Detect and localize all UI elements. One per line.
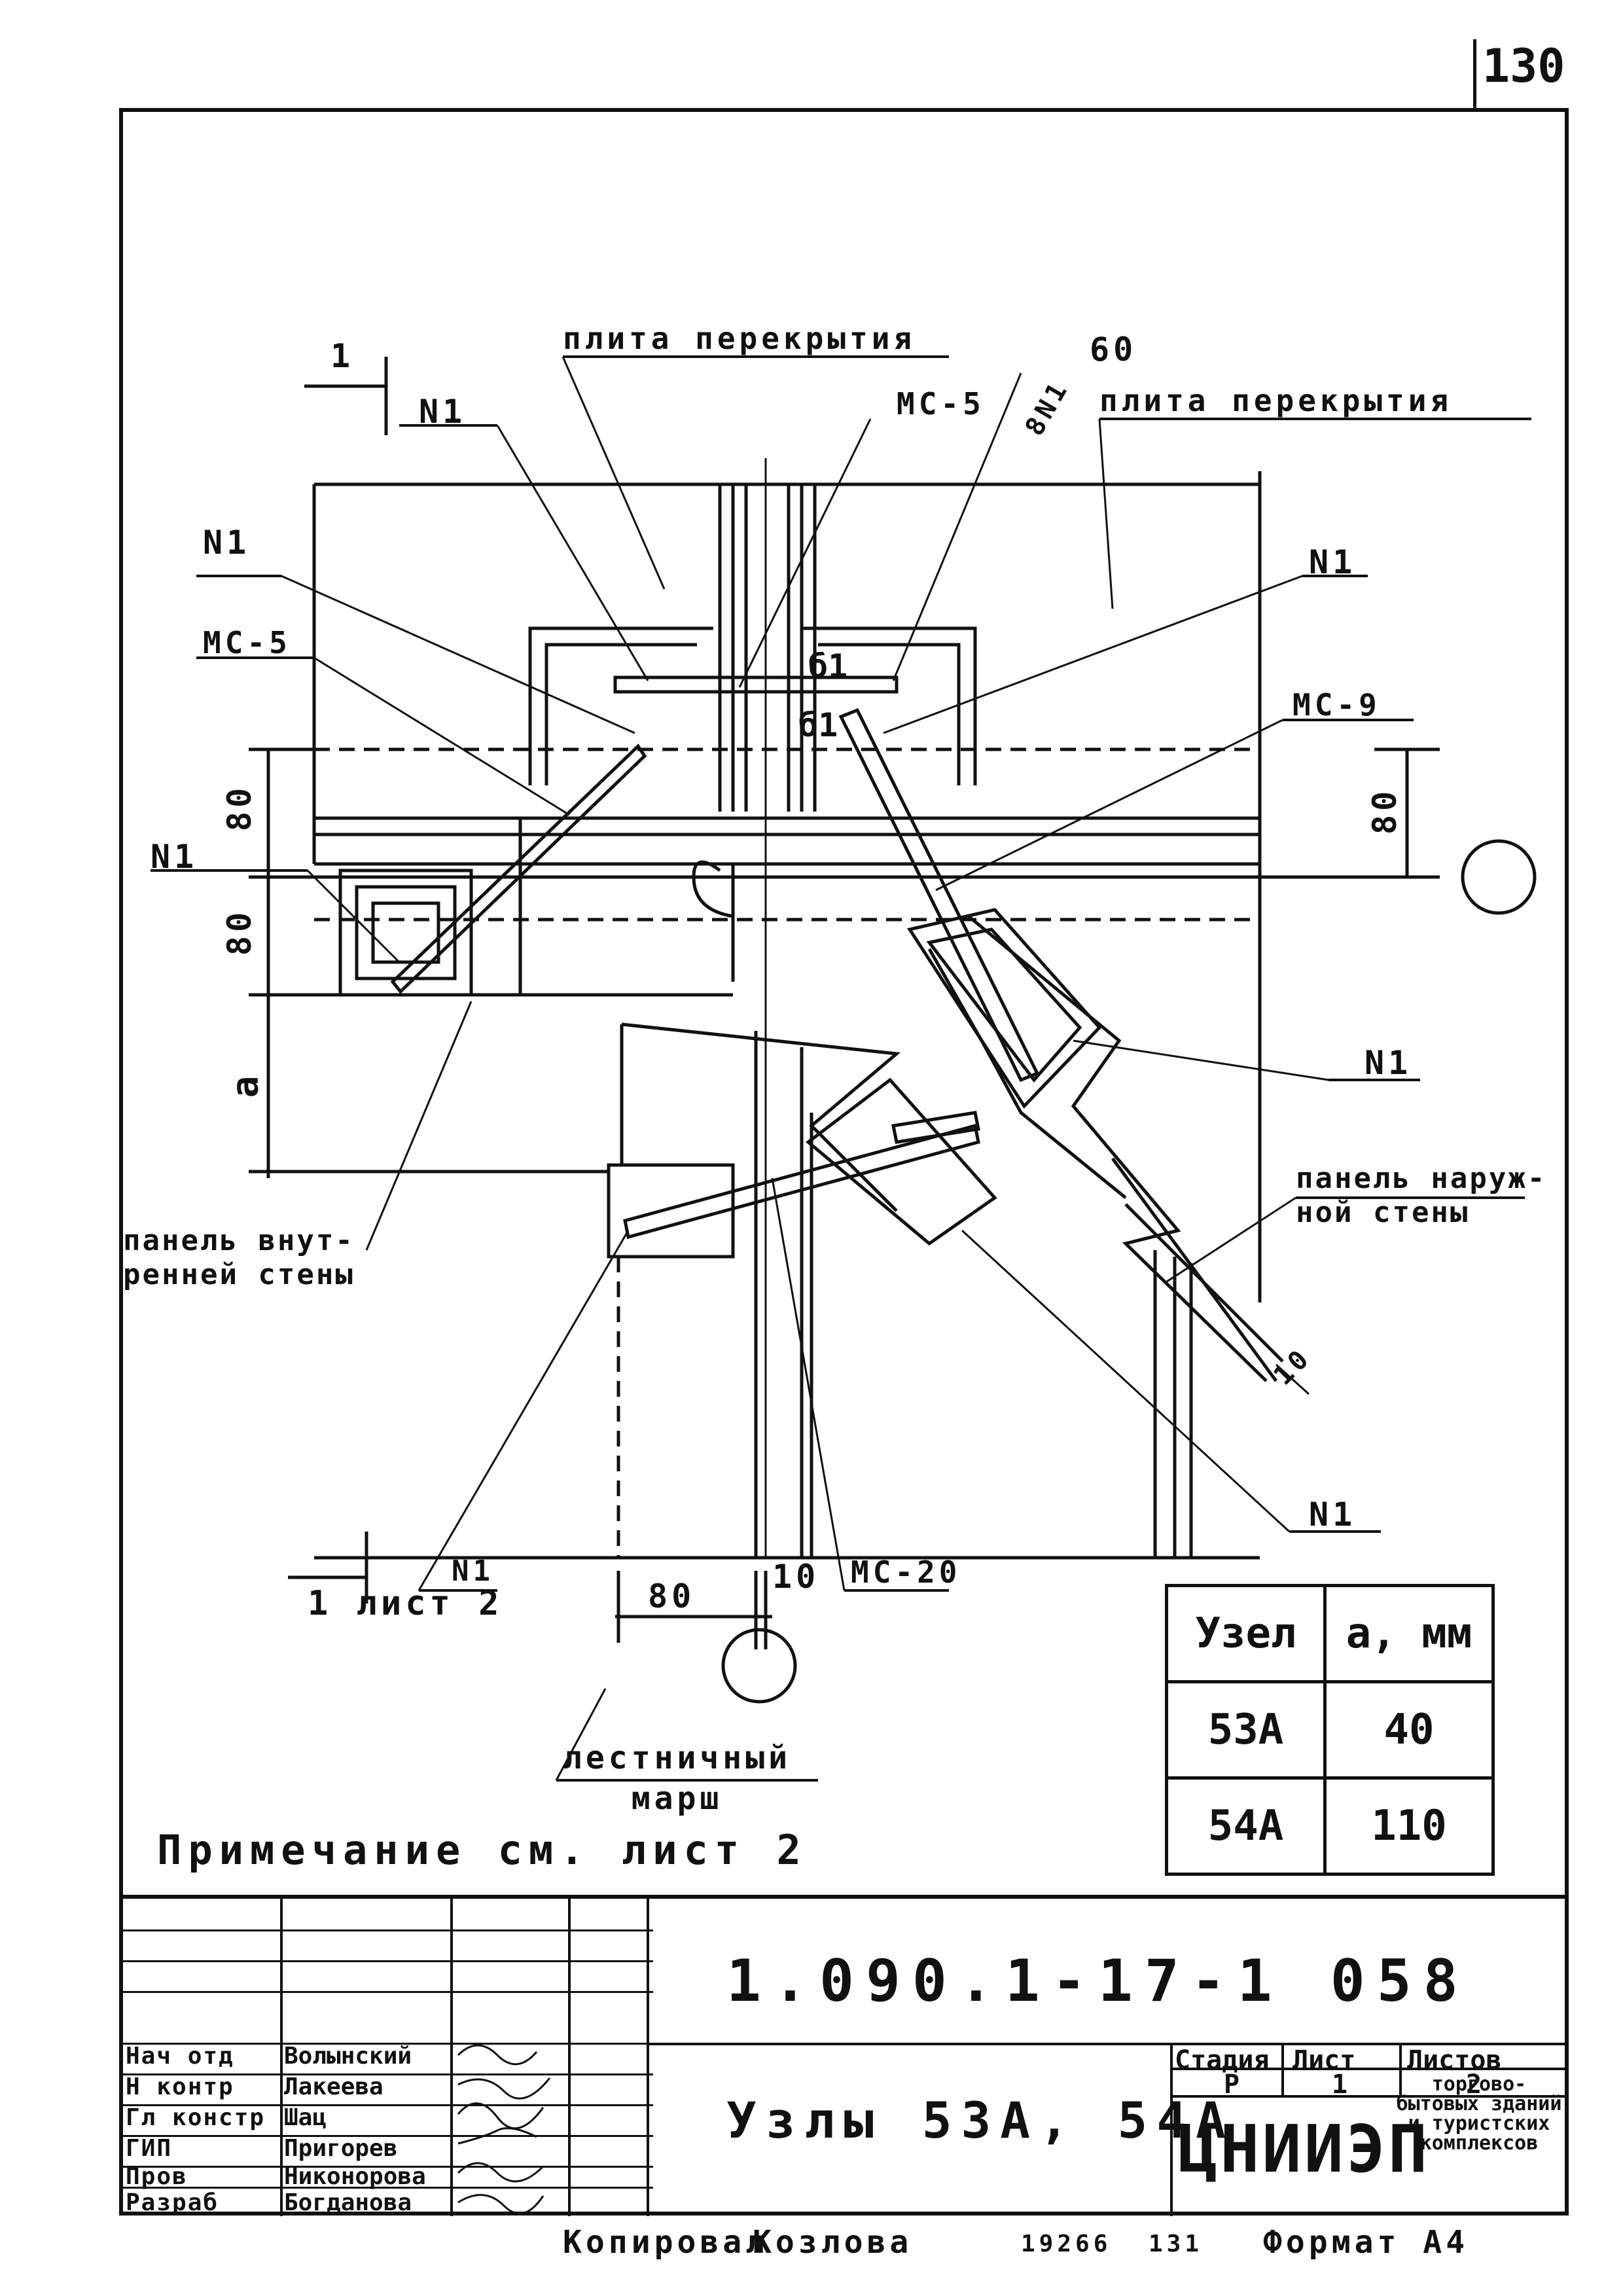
dim-80-left-top: 80 [221,783,259,832]
callout-n1-left-b: N1 [151,838,198,876]
staff-name: Никонорова [284,2163,426,2190]
callout-slab-left: плита перекрытия [563,321,916,356]
staff-role: ГИП [126,2135,173,2162]
table-header-row: Узел a, мм [1165,1584,1495,1683]
footer-copier: Козлова [753,2224,913,2261]
staff-role: Разраб [126,2189,219,2216]
organization: ЦНИИЭП [1178,2111,1431,2187]
table-cell: 40 [1323,1680,1495,1780]
section-mark-bottom: 1 лист 2 [308,1584,503,1623]
staff-name: Шац [284,2104,327,2131]
sheet-header: Лист [1293,2045,1356,2075]
table-header-cell: a, мм [1323,1584,1495,1683]
table-row: 54А 110 [1165,1776,1495,1876]
staff-role: Гл констр [126,2104,266,2131]
table-cell: 54А [1165,1776,1327,1876]
page-number: 130 [1472,39,1565,111]
drawing-frame [119,108,1569,2215]
staff-role: Н контр [126,2073,234,2100]
table-header-cell: Узел [1165,1584,1327,1683]
callout-n1-right-a: N1 [1309,543,1357,581]
title-block [123,1895,1565,2216]
table-cell: 53А [1165,1680,1327,1780]
callout-mc5-top: МС-5 [897,386,985,422]
stage-header: Стадия [1175,2045,1270,2075]
organization-sub: торгово-бытовых зданий и туристских комп… [1396,2073,1562,2155]
callout-outer-wall: панель наруж- ной стены [1296,1162,1547,1229]
staff-name: Пригорев [284,2135,398,2162]
node-table: Узел a, мм 53А 40 54А 110 [1165,1584,1495,1876]
sheet-title: Узлы 53А, 54А [726,2091,1235,2149]
callout-n1-bottom-right: N1 [1309,1496,1357,1534]
dim-80-left-mid: 80 [221,908,259,956]
label-b1-a: б1 [808,647,847,685]
callout-mc9: МС-9 [1293,687,1381,723]
dim-a: a [224,1071,267,1098]
note: Примечание см. лист 2 [157,1826,808,1874]
dim-80-right: 80 [1366,787,1404,835]
callout-mc20: МС-20 [851,1554,961,1590]
callout-inner-wall: панель внут- ренней стены [123,1224,355,1291]
dim-60: 60 [1090,331,1137,368]
staff-role: Нач отд [126,2043,234,2070]
table-cell: 110 [1323,1776,1495,1876]
stage-value: Р [1224,2070,1240,2100]
staff-name: Богданова [284,2189,412,2216]
signatures [457,2044,551,2215]
dim-80-bottom: 80 [648,1577,696,1615]
callout-slab-right: плита перекрытия [1099,383,1453,418]
footer-order: 19266 [1021,2231,1112,2257]
callout-n1-right-b: N1 [1364,1044,1412,1082]
dim-10-bottom: 10 [772,1558,820,1596]
sheets-header: Листов [1407,2045,1502,2075]
label-b1-b: б1 [798,706,838,744]
callout-n1-left-a: N1 [203,524,251,562]
sheets-value: 2 [1466,2070,1482,2100]
callout-n1-bottom-left: N1 [452,1554,494,1588]
footer-copied: Копировал [563,2224,769,2261]
staff-name: Волынский [284,2043,412,2070]
table-row: 53А 40 [1165,1680,1495,1780]
callout-n1-top: N1 [419,393,467,431]
sheet-value: 1 [1332,2070,1348,2100]
staff-name: Лакеева [284,2073,383,2100]
staff-role: Пров [126,2163,188,2190]
section-mark-top: 1 [330,337,355,375]
document-code: 1.090.1-17-1 058 [726,1947,1470,2015]
footer-format: Формат А4 [1263,2224,1469,2261]
footer-num: 131 [1149,2231,1204,2257]
callout-mc5-left: МС-5 [203,625,291,660]
callout-stair: лестничный марш [563,1740,791,1817]
